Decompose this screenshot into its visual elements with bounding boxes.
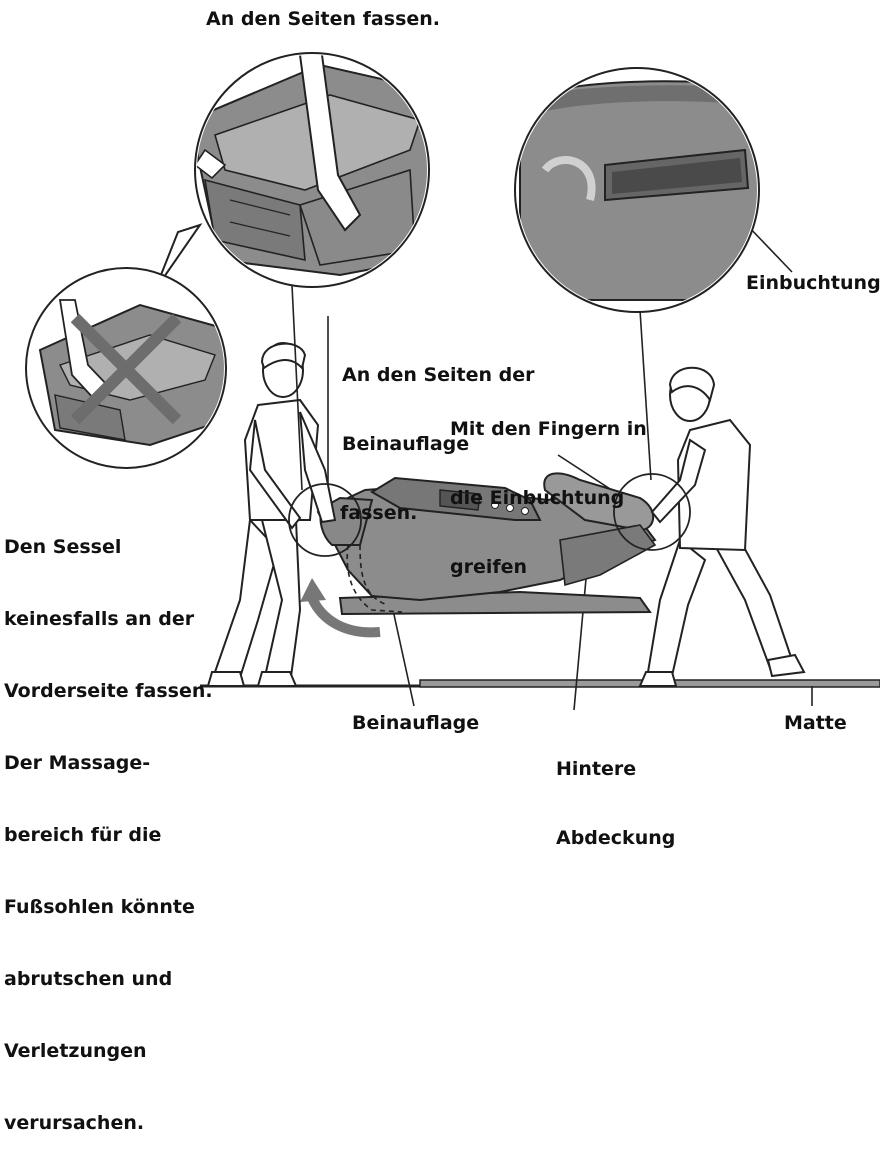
label-rear-cover-line-2: Abdeckung — [556, 827, 675, 850]
label-legrest: Beinauflage — [352, 712, 479, 735]
diagram: An den Seiten fassen. Einbuchtung An den… — [0, 0, 880, 763]
label-indentation: Einbuchtung — [746, 272, 880, 295]
floor — [200, 680, 880, 687]
label-mat: Matte — [784, 712, 847, 735]
label-warning-line-3: Vorderseite fassen. — [4, 679, 213, 703]
label-fingers-line-2: die Einbuchtung — [450, 487, 647, 510]
zoom-grip-sides — [190, 53, 440, 287]
label-warning-line-6: Fußsohlen könnte — [4, 895, 213, 919]
label-warning-line-4: Der Massage- — [4, 751, 213, 775]
label-warning-line-5: bereich für die — [4, 823, 213, 847]
label-warning: Den Sessel keinesfalls an der Vorderseit… — [4, 487, 213, 1159]
label-fingers-line-3: greifen — [450, 556, 647, 579]
label-warning-line-7: abrutschen und — [4, 967, 213, 991]
label-grip-sides: An den Seiten fassen. — [206, 8, 440, 31]
label-warning-line-8: Verletzungen — [4, 1039, 213, 1063]
label-warning-line-9: verursachen. — [4, 1111, 213, 1135]
label-warning-line-2: keinesfalls an der — [4, 607, 213, 631]
label-rear-cover-line-1: Hintere — [556, 758, 675, 781]
label-warning-line-1: Den Sessel — [4, 535, 213, 559]
label-fingers: Mit den Fingern in die Einbuchtung greif… — [450, 372, 647, 602]
label-fingers-line-1: Mit den Fingern in — [450, 418, 647, 441]
person-right — [640, 368, 804, 686]
zoom-wrong-grip — [26, 225, 230, 468]
label-rear-cover: Hintere Abdeckung — [556, 712, 675, 873]
zoom-indentation — [515, 68, 770, 312]
person-left — [208, 343, 335, 686]
